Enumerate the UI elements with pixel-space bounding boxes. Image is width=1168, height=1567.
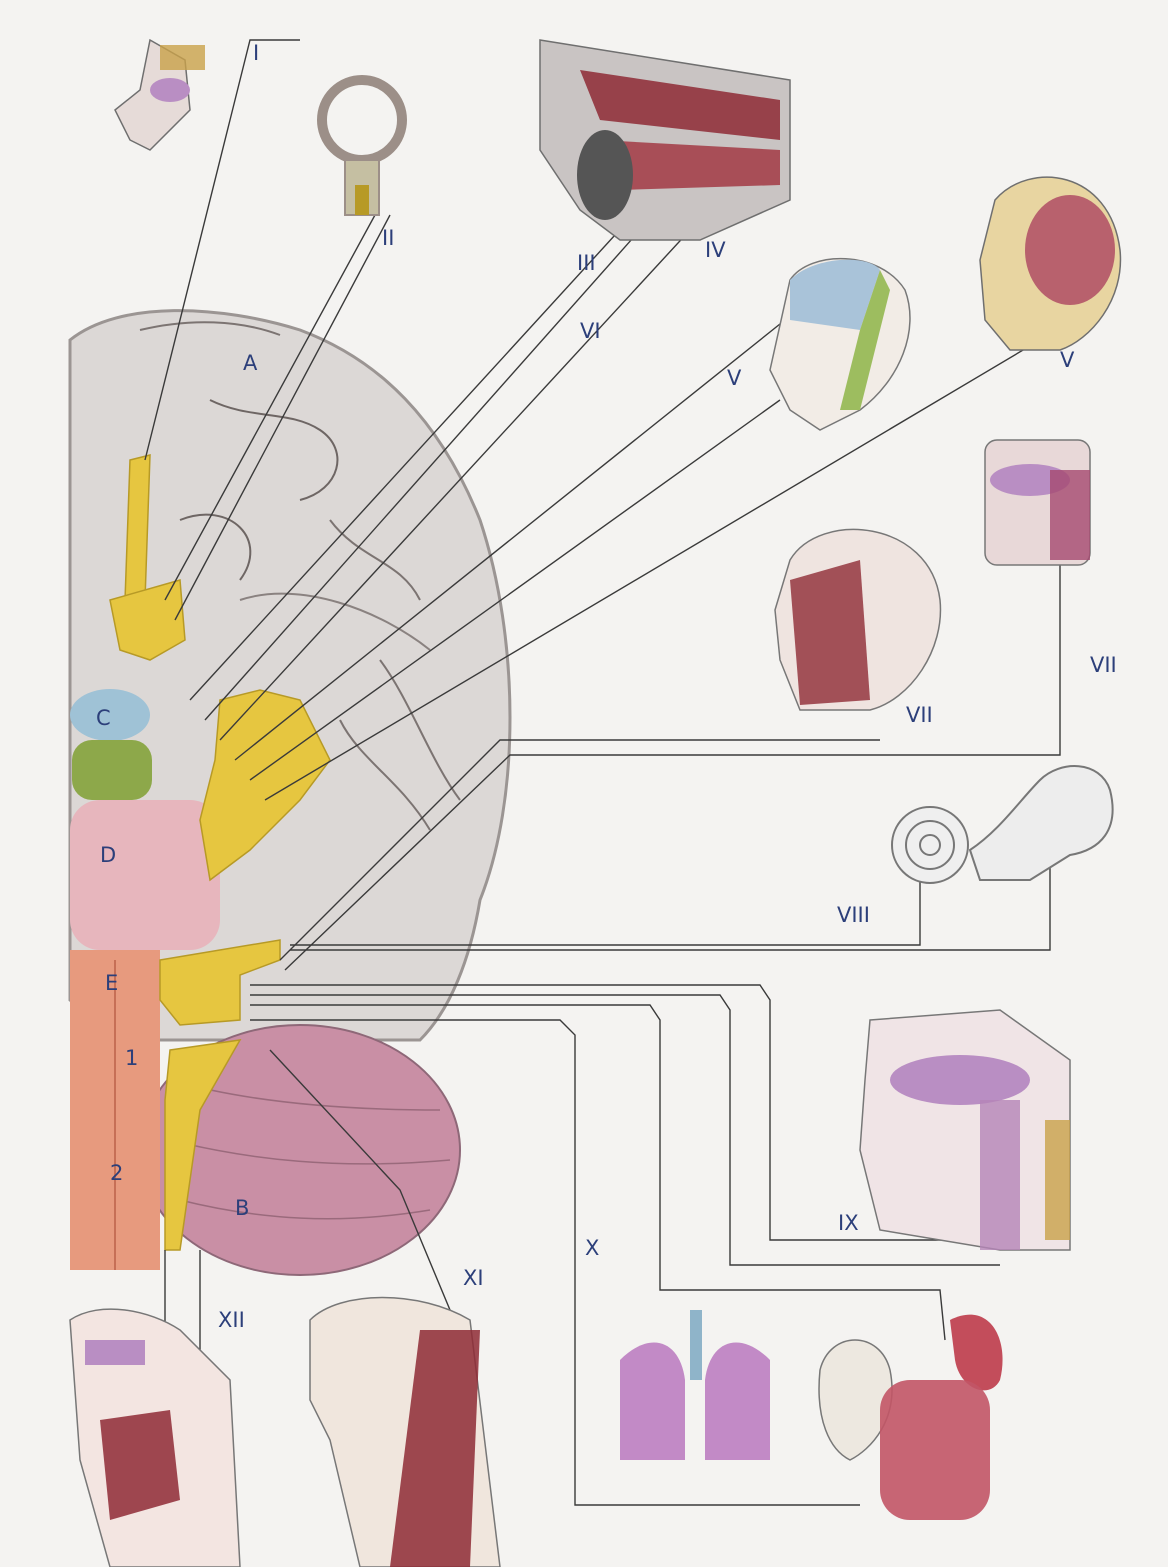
face-sensory-zones-illustration bbox=[770, 259, 910, 430]
label-nerve-VIII: VIII bbox=[837, 903, 870, 927]
label-region-B: B bbox=[235, 1196, 249, 1220]
label-nerve-V-skull: V bbox=[1060, 348, 1075, 372]
label-region-2: 2 bbox=[110, 1161, 123, 1185]
label-region-A: A bbox=[243, 351, 258, 375]
inner-ear-illustration bbox=[892, 766, 1113, 883]
head-facial-muscles-illustration bbox=[775, 529, 940, 710]
eyeball-illustration bbox=[322, 80, 402, 215]
label-nerve-XII: XII bbox=[218, 1308, 245, 1332]
label-nerve-IX: IX bbox=[838, 1211, 859, 1235]
nose-olfactory-illustration bbox=[115, 40, 205, 150]
tongue-neck-illustration bbox=[70, 1309, 240, 1567]
label-nerve-III: III bbox=[577, 251, 596, 275]
lungs-illustration bbox=[620, 1310, 770, 1460]
label-nerve-X: X bbox=[585, 1236, 599, 1260]
stomach-intestines-illustration bbox=[880, 1315, 1003, 1520]
label-nerve-VII-mouth: VII bbox=[1090, 653, 1117, 677]
throat-pharynx-illustration bbox=[860, 1010, 1070, 1250]
label-region-E: E bbox=[105, 971, 118, 995]
label-region-1: 1 bbox=[125, 1046, 138, 1070]
mouth-palate-illustration bbox=[985, 440, 1090, 565]
neck-muscles-illustration bbox=[310, 1298, 500, 1567]
orbit-eye-muscles-illustration bbox=[540, 40, 790, 240]
label-nerve-IV: IV bbox=[705, 238, 726, 262]
label-region-C: C bbox=[96, 706, 111, 730]
skull-jaw-muscles-illustration bbox=[980, 177, 1120, 350]
label-nerve-II: II bbox=[382, 226, 394, 250]
label-region-D: D bbox=[100, 843, 116, 867]
label-nerve-VI: VI bbox=[580, 319, 601, 343]
label-nerve-I: I bbox=[253, 41, 259, 65]
label-nerve-XI: XI bbox=[463, 1266, 484, 1290]
label-nerve-V-face: V bbox=[727, 366, 742, 390]
label-nerve-VII-face: VII bbox=[906, 703, 933, 727]
